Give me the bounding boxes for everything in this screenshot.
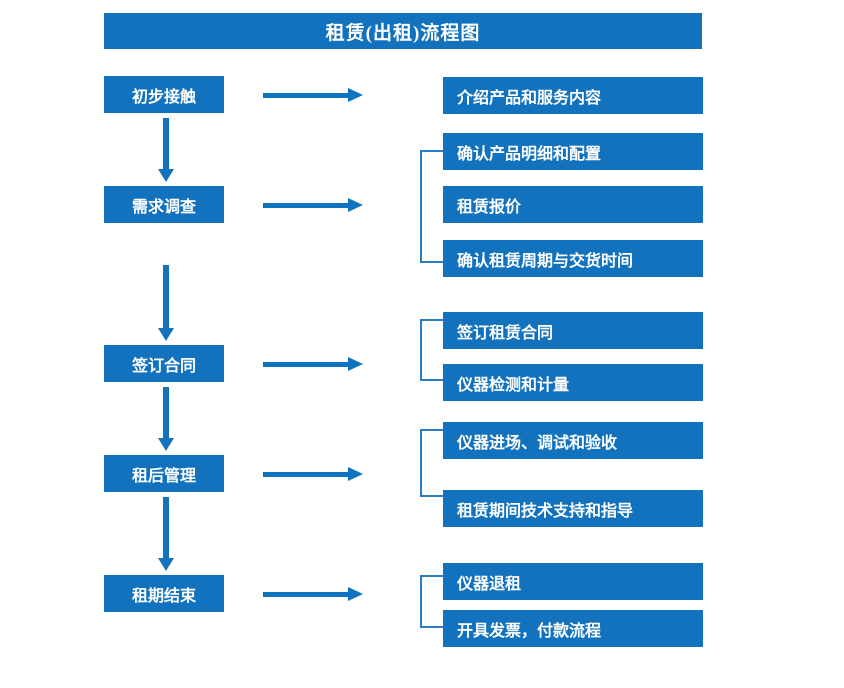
stage-box-post-lease-management[interactable]: 租后管理 (104, 455, 224, 492)
arrow-head (348, 357, 363, 371)
arrow-shaft (263, 362, 349, 367)
detail-box-invoice-payment[interactable]: 开具发票，付款流程 (443, 610, 703, 647)
arrow-right-stage3 (263, 356, 363, 372)
detail-box-confirm-lease-period[interactable]: 确认租赁周期与交货时间 (443, 240, 703, 277)
arrow-shaft (263, 93, 349, 98)
arrow-head (158, 558, 174, 571)
arrow-shaft (163, 265, 169, 328)
stage-box-requirement-survey[interactable]: 需求调查 (104, 186, 224, 223)
detail-box-instrument-return[interactable]: 仪器退租 (443, 563, 703, 600)
arrow-down-stage1-to-stage2 (158, 118, 174, 182)
detail-box-introduce-products[interactable]: 介绍产品和服务内容 (443, 77, 703, 114)
detail-box-lease-quotation[interactable]: 租赁报价 (443, 186, 703, 223)
detail-box-confirm-product-spec[interactable]: 确认产品明细和配置 (443, 133, 703, 170)
arrow-shaft (263, 592, 349, 597)
arrow-shaft (263, 472, 349, 477)
group-bracket-stage5 (420, 575, 443, 628)
arrow-right-stage5 (263, 586, 363, 602)
arrow-head (158, 169, 174, 182)
stage-box-lease-end[interactable]: 租期结束 (104, 575, 224, 612)
arrow-head (158, 438, 174, 451)
group-bracket-stage2 (420, 150, 443, 263)
group-bracket-stage3 (420, 319, 443, 381)
arrow-head (158, 328, 174, 341)
arrow-right-stage1 (263, 87, 363, 103)
arrow-right-stage4 (263, 466, 363, 482)
page-title: 租赁(出租)流程图 (104, 13, 702, 49)
arrow-shaft (263, 203, 349, 208)
stage-box-initial-contact[interactable]: 初步接触 (104, 76, 224, 113)
arrow-shaft (163, 497, 169, 558)
detail-box-sign-lease-contract[interactable]: 签订租赁合同 (443, 312, 703, 349)
arrow-shaft (163, 118, 169, 169)
arrow-right-stage2 (263, 197, 363, 213)
arrow-shaft (163, 387, 169, 438)
arrow-down-stage4-to-stage5 (158, 497, 174, 571)
group-bracket-stage4 (420, 429, 443, 497)
arrow-head (348, 88, 363, 102)
detail-box-instrument-inspection[interactable]: 仪器检测和计量 (443, 364, 703, 401)
arrow-head (348, 467, 363, 481)
stage-box-sign-contract[interactable]: 签订合同 (104, 345, 224, 382)
arrow-down-stage3-to-stage4 (158, 387, 174, 451)
arrow-head (348, 198, 363, 212)
detail-box-technical-support[interactable]: 租赁期间技术支持和指导 (443, 490, 703, 527)
arrow-down-stage2-to-stage3 (158, 265, 174, 341)
detail-box-instrument-entry-commission[interactable]: 仪器进场、调试和验收 (443, 422, 703, 459)
arrow-head (348, 587, 363, 601)
